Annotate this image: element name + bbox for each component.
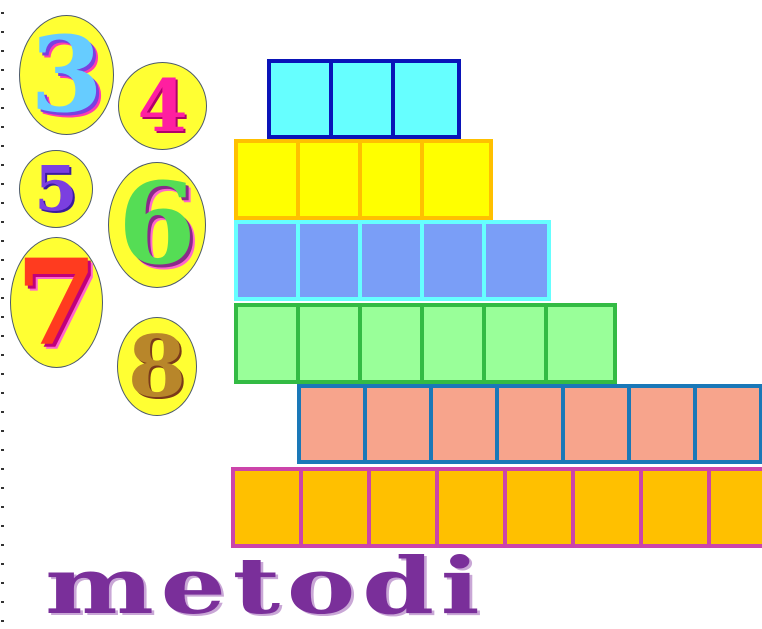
number-bubble-8: 8 xyxy=(117,317,197,416)
margin-dot xyxy=(1,506,4,508)
block-cell xyxy=(238,143,300,216)
number-bubble-7: 7 xyxy=(10,237,103,368)
block-cell xyxy=(439,471,507,544)
margin-dot xyxy=(1,240,4,242)
block-row-6 xyxy=(234,303,617,384)
block-cell xyxy=(303,471,371,544)
block-cell xyxy=(697,388,762,460)
block-cell xyxy=(711,471,762,544)
block-row-3 xyxy=(267,59,461,139)
block-cell xyxy=(424,224,486,297)
margin-dot xyxy=(1,430,4,432)
margin-dot xyxy=(1,50,4,52)
margin-dot xyxy=(1,12,4,14)
margin-dot xyxy=(1,563,4,565)
block-cell xyxy=(433,388,499,460)
block-cell xyxy=(362,143,424,216)
margin-dot xyxy=(1,354,4,356)
block-row-5 xyxy=(234,220,551,301)
block-row-8 xyxy=(231,467,762,548)
number-5: 5 xyxy=(34,158,77,220)
margin-dot xyxy=(1,297,4,299)
block-cell xyxy=(300,143,362,216)
number-bubble-5: 5 xyxy=(19,150,93,228)
number-bubble-3: 3 xyxy=(19,15,114,135)
block-cell xyxy=(238,224,300,297)
margin-dot xyxy=(1,525,4,527)
margin-dot xyxy=(1,582,4,584)
margin-dot xyxy=(1,107,4,109)
dotted-margin xyxy=(0,0,8,629)
block-cell xyxy=(300,307,362,380)
margin-dot xyxy=(1,544,4,546)
block-cell xyxy=(271,63,333,135)
block-cell xyxy=(631,388,697,460)
margin-dot xyxy=(1,259,4,261)
block-cell xyxy=(643,471,711,544)
block-cell xyxy=(424,143,489,216)
margin-dot xyxy=(1,392,4,394)
number-4: 4 xyxy=(137,70,187,142)
block-row-7 xyxy=(297,384,762,464)
block-cell xyxy=(333,63,395,135)
number-bubble-4: 4 xyxy=(118,62,207,150)
block-row-4 xyxy=(234,139,493,220)
block-cell xyxy=(486,224,547,297)
margin-dot xyxy=(1,126,4,128)
margin-dot xyxy=(1,183,4,185)
margin-dot xyxy=(1,145,4,147)
margin-dot xyxy=(1,69,4,71)
block-cell xyxy=(507,471,575,544)
margin-dot xyxy=(1,202,4,204)
block-cell xyxy=(565,388,631,460)
block-cell xyxy=(301,388,367,460)
margin-dot xyxy=(1,31,4,33)
number-6: 6 xyxy=(118,169,196,281)
block-cell xyxy=(548,307,613,380)
number-bubble-6: 6 xyxy=(108,162,206,288)
margin-dot xyxy=(1,601,4,603)
block-cell xyxy=(235,471,303,544)
margin-dot xyxy=(1,411,4,413)
block-cell xyxy=(395,63,457,135)
margin-dot xyxy=(1,278,4,280)
margin-dot xyxy=(1,620,4,622)
number-8: 8 xyxy=(128,325,186,409)
block-cell xyxy=(499,388,565,460)
margin-dot xyxy=(1,449,4,451)
block-cell xyxy=(367,388,433,460)
margin-dot xyxy=(1,335,4,337)
block-cell xyxy=(486,307,548,380)
block-cell xyxy=(238,307,300,380)
margin-dot xyxy=(1,221,4,223)
block-cell xyxy=(300,224,362,297)
margin-dot xyxy=(1,487,4,489)
block-cell xyxy=(362,307,424,380)
margin-dot xyxy=(1,164,4,166)
block-cell xyxy=(575,471,643,544)
block-cell xyxy=(371,471,439,544)
block-cell xyxy=(424,307,486,380)
margin-dot xyxy=(1,373,4,375)
title-word: metodi xyxy=(45,548,486,626)
number-3: 3 xyxy=(30,23,102,127)
margin-dot xyxy=(1,88,4,90)
margin-dot xyxy=(1,468,4,470)
block-cell xyxy=(362,224,424,297)
number-7: 7 xyxy=(15,244,97,362)
margin-dot xyxy=(1,316,4,318)
